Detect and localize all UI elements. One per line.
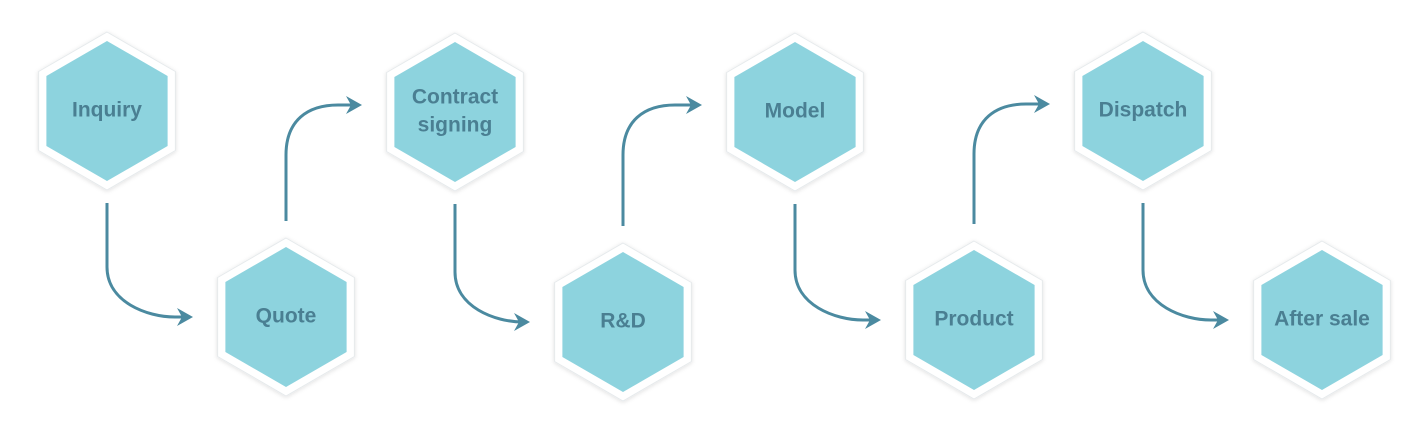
- step-label: Model: [765, 100, 826, 123]
- step-label: Inquiry: [72, 99, 142, 122]
- step-hex: [46, 41, 168, 181]
- step-hex: [225, 247, 347, 387]
- step-label: Contract: [412, 86, 498, 109]
- connector-arrow: [621, 103, 691, 226]
- step-after-sale: After sale: [1253, 240, 1391, 400]
- arrowhead: [1213, 311, 1229, 329]
- step-label: signing: [418, 114, 493, 137]
- step-model: Model: [726, 32, 864, 192]
- step-hex: [1082, 41, 1204, 181]
- arrowhead: [346, 96, 362, 114]
- connectors: [105, 95, 1229, 331]
- step-product: Product: [905, 240, 1043, 400]
- step-quote: Quote: [217, 237, 355, 397]
- arrowhead: [514, 313, 530, 331]
- step-label: Product: [934, 308, 1013, 331]
- arrowhead: [1034, 95, 1050, 113]
- step-hex: [734, 42, 856, 182]
- step-inquiry: Inquiry: [38, 31, 176, 191]
- step-label: Quote: [256, 305, 317, 328]
- step-hex: [913, 250, 1035, 390]
- connector-arrow: [105, 203, 182, 319]
- step-dispatch: Dispatch: [1074, 31, 1212, 191]
- step-contract-signing: Contract signing: [386, 32, 524, 192]
- step-hex: [1261, 250, 1383, 390]
- connector-arrow: [793, 204, 870, 322]
- step-rnd: R&D: [554, 242, 692, 402]
- connector-arrow: [284, 103, 351, 221]
- step-label: R&D: [600, 310, 646, 333]
- step-label: After sale: [1274, 308, 1370, 331]
- connector-arrow: [453, 204, 524, 324]
- connector-arrow: [972, 102, 1039, 224]
- arrowhead: [686, 96, 702, 114]
- step-hex: [394, 42, 516, 182]
- arrowhead: [865, 311, 881, 329]
- arrowhead: [177, 308, 193, 326]
- connector-arrow: [1141, 203, 1218, 322]
- step-label: Dispatch: [1099, 99, 1188, 122]
- step-hex: [562, 252, 684, 392]
